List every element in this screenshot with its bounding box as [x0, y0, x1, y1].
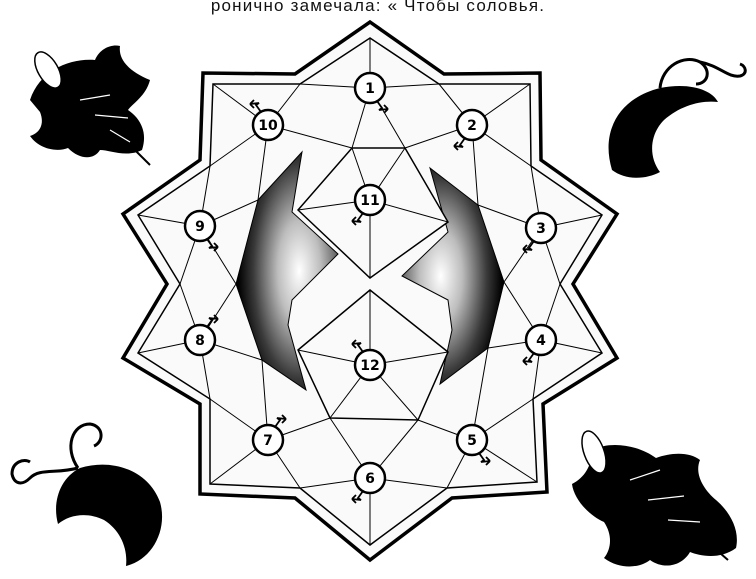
node-label: 9	[195, 219, 205, 235]
node-label: 8	[195, 333, 205, 349]
node-label: 5	[467, 433, 477, 449]
node-label: 2	[467, 118, 477, 134]
leaf-top-left	[29, 46, 150, 165]
node-label: 11	[360, 193, 379, 209]
node-label: 6	[365, 471, 375, 487]
swirl-bottom-left-body	[56, 465, 162, 566]
node-label: 10	[258, 118, 278, 134]
node-label: 1	[365, 81, 375, 97]
node-label: 7	[263, 433, 273, 449]
swirl-top-right-curl	[660, 60, 745, 88]
node-label: 12	[360, 358, 379, 374]
swirl-top-right	[609, 60, 746, 178]
node-label: 4	[536, 333, 546, 349]
swirl-bottom-left	[12, 424, 162, 566]
leaf-bottom-right	[572, 428, 737, 567]
swirl-top-right-body	[609, 86, 718, 178]
node-label: 3	[536, 221, 546, 237]
